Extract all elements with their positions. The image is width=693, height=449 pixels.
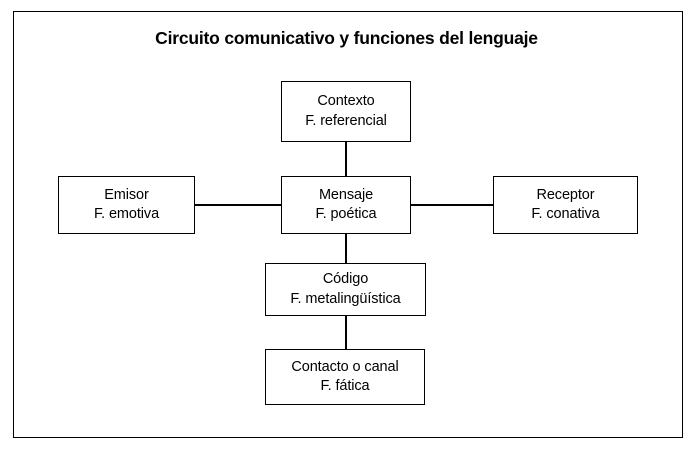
node-contexto[interactable]: Contexto F. referencial bbox=[281, 81, 411, 142]
connector-contexto-mensaje bbox=[345, 142, 347, 176]
node-emisor-element: Emisor bbox=[104, 186, 149, 203]
node-contexto-function: F. referencial bbox=[305, 112, 387, 129]
node-receptor-element: Receptor bbox=[536, 186, 595, 203]
node-mensaje-element: Mensaje bbox=[318, 186, 374, 203]
node-mensaje-function: F. poética bbox=[315, 206, 377, 222]
connector-codigo-contacto bbox=[345, 316, 347, 349]
node-mensaje[interactable]: Mensaje F. poética bbox=[281, 176, 411, 234]
node-contacto-element: Contacto o canal bbox=[291, 358, 399, 375]
connector-mensaje-codigo bbox=[345, 234, 347, 263]
node-receptor[interactable]: Receptor F. conativa bbox=[493, 176, 638, 234]
node-codigo-element: Código bbox=[322, 271, 369, 288]
node-contacto[interactable]: Contacto o canal F. fática bbox=[265, 349, 425, 405]
node-contacto-function: F. fática bbox=[320, 378, 370, 394]
node-emisor-function: F. emotiva bbox=[93, 206, 160, 222]
node-receptor-function: F. conativa bbox=[531, 206, 600, 222]
connector-emisor-mensaje bbox=[195, 204, 281, 206]
connector-mensaje-receptor bbox=[411, 204, 493, 206]
node-codigo-function: F. metalingüística bbox=[290, 290, 401, 307]
diagram-title: Circuito comunicativo y funciones del le… bbox=[155, 28, 538, 48]
node-codigo[interactable]: Código F. metalingüística bbox=[265, 263, 426, 316]
node-emisor[interactable]: Emisor F. emotiva bbox=[58, 176, 195, 234]
node-contexto-element: Contexto bbox=[317, 93, 375, 110]
